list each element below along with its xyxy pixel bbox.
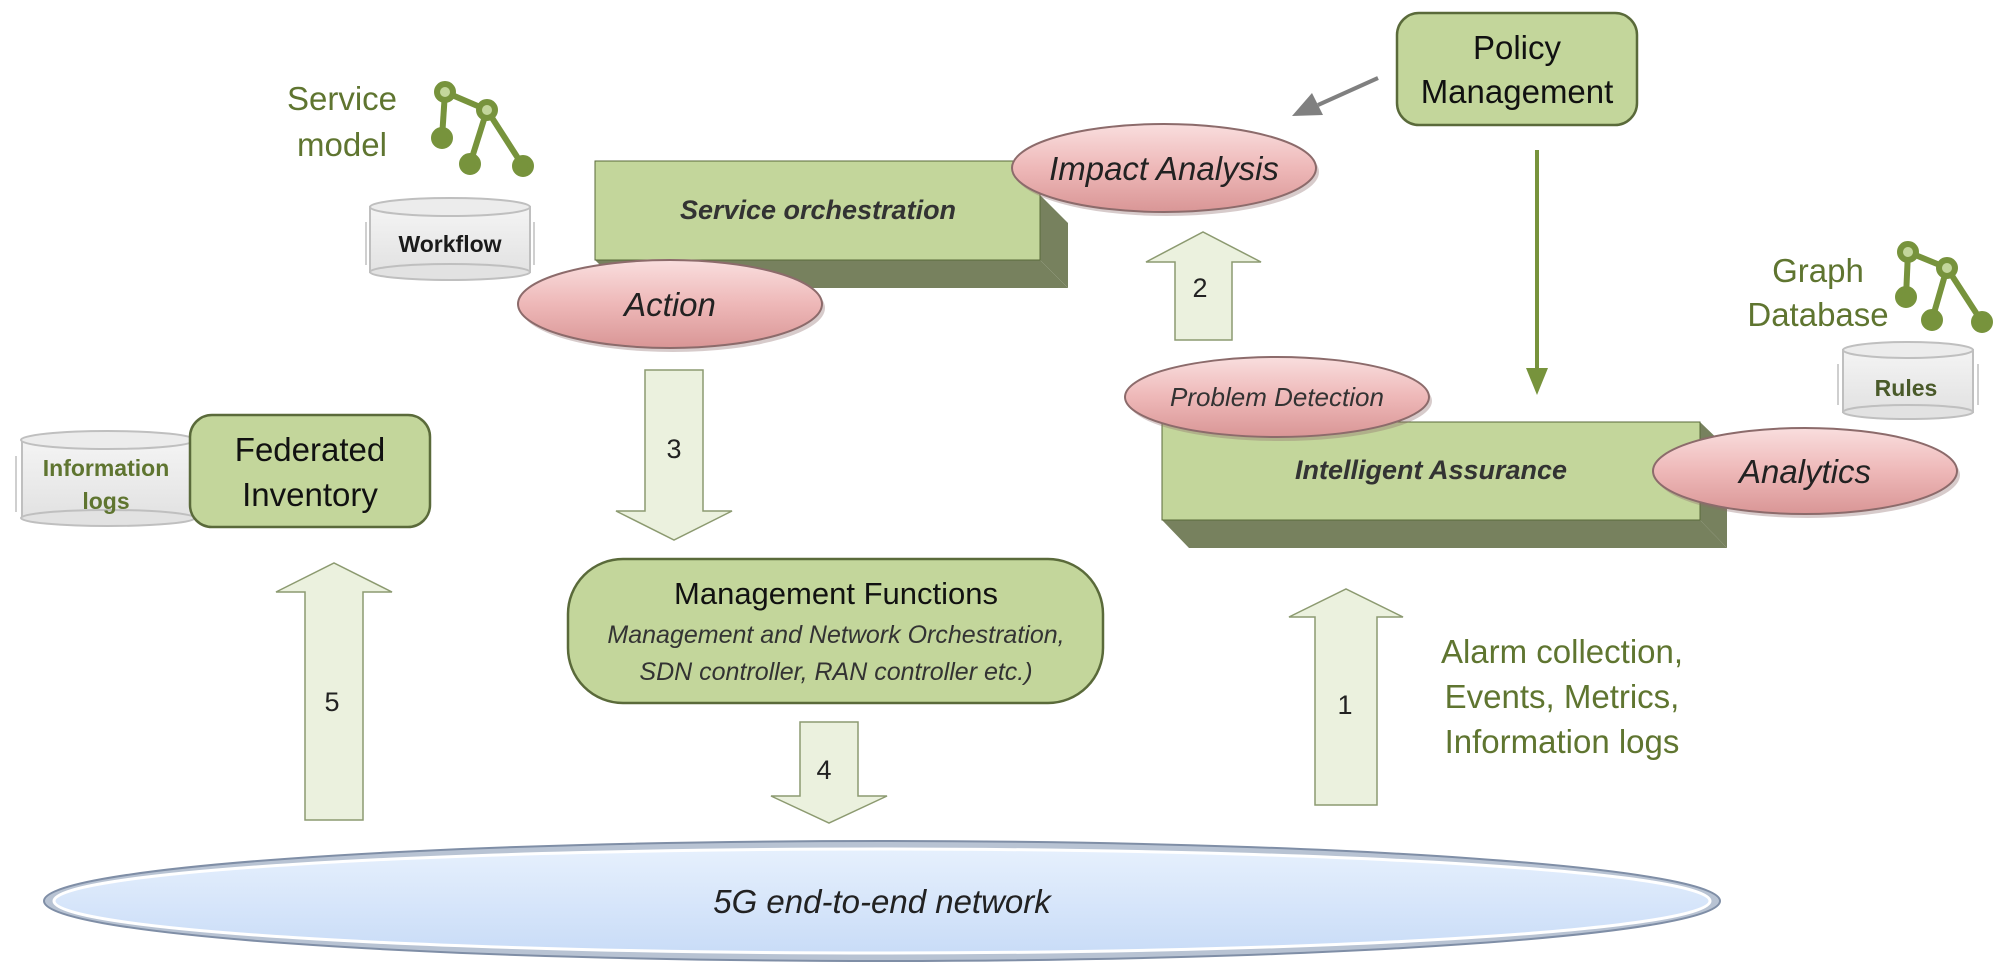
analytics-label: Analytics [1737,453,1871,490]
rules-label: Rules [1875,375,1938,401]
federated-inventory-label-line1: Federated [235,431,385,468]
information-logs-db-label-line1: Information [43,455,170,481]
step-1-arrow [1288,588,1404,806]
intelligent-assurance-box: Intelligent Assurance [1161,421,1727,548]
5g-network-ellipse: 5G end-to-end network [43,840,1721,962]
alarm-collection-line2: Events, Metrics, [1445,678,1680,715]
policy-to-assurance-arrow [1526,150,1548,395]
service-model-label-line2: model [297,126,387,163]
policy-management-label-line2: Management [1421,73,1614,110]
tree-graph-icon [431,81,534,177]
action-label: Action [622,286,716,323]
service-model-group: Service model [287,80,534,177]
step-3-arrow [615,369,733,541]
management-functions-desc-line1: Management and Network Orchestration, [607,621,1064,649]
impact-analysis-ellipse: Impact Analysis [1011,123,1319,216]
graph-database-group: Graph Database [1747,241,1993,333]
analytics-ellipse: Analytics [1652,427,1960,518]
workflow-label: Workflow [398,231,501,257]
action-ellipse: Action [517,259,825,352]
step-1-number: 1 [1337,690,1352,720]
tree-graph-icon [1895,241,1993,333]
step-2-number: 2 [1192,273,1207,303]
management-functions-title: Management Functions [674,576,998,611]
service-orchestration-label: Service orchestration [680,195,956,225]
problem-detection-label: Problem Detection [1170,382,1384,412]
5g-network-label: 5G end-to-end network [713,883,1052,920]
federated-inventory-label-line2: Inventory [242,476,378,513]
step-4-arrow [770,721,888,824]
information-logs-database-icon: Information logs [15,430,202,527]
service-model-label-line1: Service [287,80,397,117]
step-5-arrow [275,562,393,821]
problem-detection-ellipse: Problem Detection [1124,356,1432,441]
impact-analysis-label: Impact Analysis [1049,150,1279,187]
workflow-database-icon: Workflow [365,197,535,281]
alarm-collection-line1: Alarm collection, [1441,633,1683,670]
step-5-number: 5 [324,687,339,717]
information-logs-db-label-line2: logs [82,488,129,514]
graph-database-label-line2: Database [1747,296,1888,333]
step-3-number: 3 [666,434,681,464]
management-functions-desc-line2: SDN controller, RAN controller etc.) [639,658,1032,686]
rules-database-icon: Rules [1837,341,1979,420]
graph-database-label-line1: Graph [1772,252,1864,289]
step-4-number: 4 [816,755,831,785]
intelligent-assurance-label: Intelligent Assurance [1295,455,1567,485]
federated-inventory-box: Federated Inventory [188,413,432,529]
alarm-collection-line3: Information logs [1445,723,1680,760]
step-2-arrow [1145,231,1262,341]
policy-management-box: Policy Management [1395,11,1639,127]
management-functions-box: Management Functions Management and Netw… [566,557,1105,705]
policy-management-label-line1: Policy [1473,29,1562,66]
policy-to-impact-arrow [1292,76,1379,116]
alarm-collection-text: Alarm collection, Events, Metrics, Infor… [1441,633,1683,760]
